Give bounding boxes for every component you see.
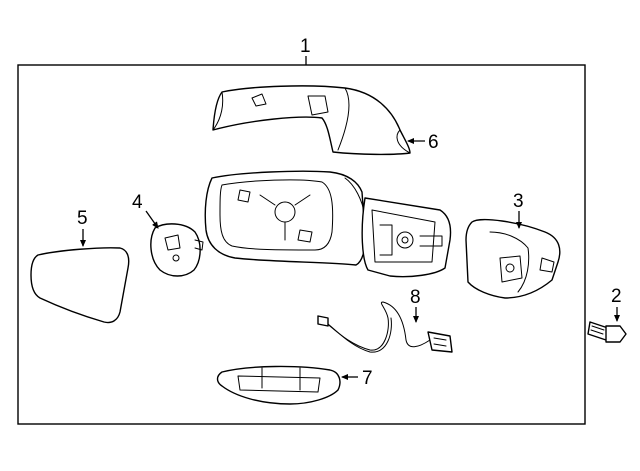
- mirror-housing-part: [204, 170, 366, 266]
- mirror-base-part: [361, 197, 452, 278]
- bolt-part: [587, 321, 627, 343]
- lower-trim-part: [216, 365, 341, 405]
- callout-6: 6: [428, 132, 439, 153]
- mirror-cover-part: [212, 85, 411, 156]
- actuator-disc-part: [150, 223, 204, 277]
- callout-1: 1: [300, 36, 311, 57]
- callout-7: 7: [362, 368, 373, 389]
- wiring-harness-part: [317, 301, 453, 353]
- callout-8: 8: [410, 287, 421, 308]
- callout-5: 5: [77, 208, 88, 229]
- glass-actuator-part: [465, 218, 561, 299]
- mirror-glass-part: [30, 247, 130, 324]
- callout-3: 3: [513, 191, 524, 212]
- callout-4: 4: [132, 192, 143, 213]
- callout-2: 2: [611, 286, 622, 307]
- assembly-frame: [17, 64, 586, 425]
- callout-4-leader: [145, 210, 159, 229]
